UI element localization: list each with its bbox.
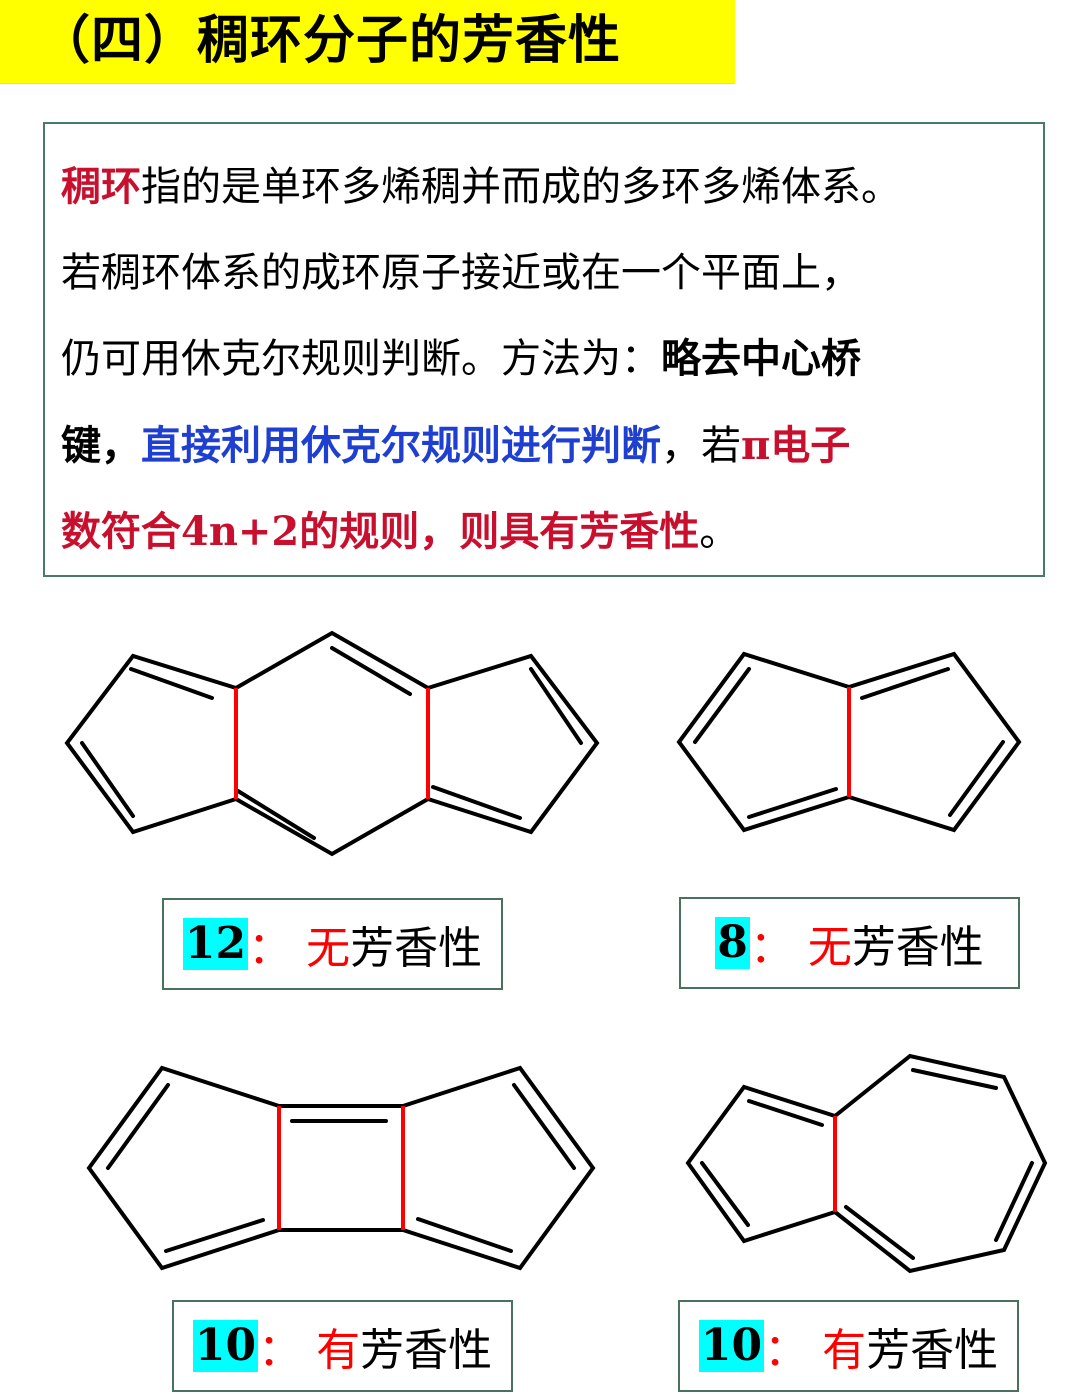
definition-line-4: 键，直接利用休克尔规则进行判断，若π电子 bbox=[61, 421, 850, 471]
label-colon: ： bbox=[248, 923, 293, 974]
aromaticity-verdict: 无 bbox=[807, 922, 852, 973]
molecule-2-svg bbox=[676, 651, 1022, 833]
pi-electron-count: 8 bbox=[715, 917, 750, 969]
method-emphasis: 键， bbox=[61, 422, 141, 469]
definition-line-2: 若稠环体系的成环原子接近或在一个平面上， bbox=[61, 250, 861, 296]
definition-line-1: 稠环指的是单环多烯稠并而成的多环多烯体系。 bbox=[61, 162, 901, 212]
pi-electron-count: 10 bbox=[192, 1320, 259, 1372]
aromaticity-label: 芳香性 bbox=[851, 922, 984, 973]
molecule-3-svg bbox=[86, 1065, 596, 1271]
aromaticity-verdict: 有 bbox=[316, 1325, 361, 1376]
huckel-rule-text: 直接利用休克尔规则进行判断 bbox=[141, 422, 661, 469]
pi-electron-text: π电子 bbox=[741, 422, 851, 469]
page-title: （四）稠环分子的芳香性 bbox=[38, 10, 622, 71]
pi-electron-count: 10 bbox=[698, 1320, 765, 1372]
molecule-4-svg bbox=[685, 1053, 1048, 1274]
molecule-2-label: 8： 无芳香性 bbox=[679, 897, 1020, 989]
definition-text: ，若 bbox=[661, 423, 741, 469]
aromaticity-label: 芳香性 bbox=[350, 923, 483, 974]
definition-line-3: 仍可用休克尔规则判断。方法为：略去中心桥 bbox=[61, 334, 861, 384]
rule-text: 数符合4n+2的规则，则具有芳香性 bbox=[61, 508, 700, 555]
molecule-3-label: 10： 有芳香性 bbox=[172, 1300, 513, 1392]
molecule-1-label: 12： 无芳香性 bbox=[162, 898, 503, 990]
molecule-1-structure bbox=[0, 600, 620, 880]
definition-text: 仍可用休克尔规则判断。方法为： bbox=[61, 336, 661, 382]
definition-line-5: 数符合4n+2的规则，则具有芳香性。 bbox=[61, 507, 739, 557]
aromaticity-verdict: 无 bbox=[306, 923, 351, 974]
label-colon: ： bbox=[749, 922, 794, 973]
aromaticity-label: 芳香性 bbox=[866, 1325, 999, 1376]
title-banner: （四）稠环分子的芳香性 bbox=[0, 0, 735, 84]
molecule-1-svg bbox=[64, 630, 600, 857]
molecule-2-structure bbox=[660, 640, 1040, 850]
aromaticity-label: 芳香性 bbox=[360, 1325, 493, 1376]
aromaticity-verdict: 有 bbox=[822, 1325, 867, 1376]
molecule-3-structure bbox=[80, 1055, 610, 1280]
pi-electron-count: 12 bbox=[182, 918, 249, 970]
definition-text: 。 bbox=[699, 509, 740, 555]
molecule-4-structure bbox=[675, 1045, 1055, 1285]
definition-text: 指的是单环多烯稠并而成的多环多烯体系。 bbox=[141, 164, 901, 210]
molecule-4-label: 10： 有芳香性 bbox=[678, 1300, 1019, 1392]
label-colon: ： bbox=[258, 1325, 303, 1376]
method-emphasis: 略去中心桥 bbox=[661, 335, 861, 382]
definition-box: 稠环指的是单环多烯稠并而成的多环多烯体系。 若稠环体系的成环原子接近或在一个平面… bbox=[43, 122, 1045, 577]
term-fused-ring: 稠环 bbox=[61, 163, 141, 210]
label-colon: ： bbox=[764, 1325, 809, 1376]
